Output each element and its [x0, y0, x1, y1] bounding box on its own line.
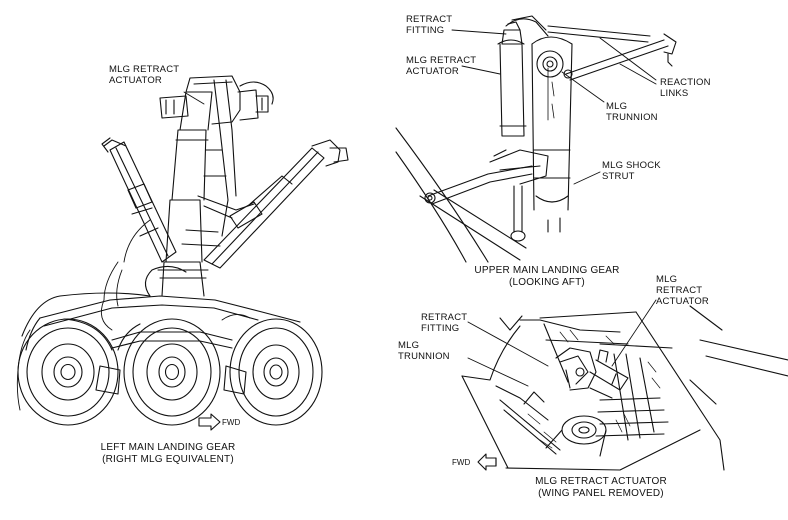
upper-shock-strut [531, 36, 573, 233]
lower-hatching [523, 329, 661, 449]
right-side-brace [197, 139, 349, 269]
upper-gear-drawing [395, 15, 677, 263]
lower-actuator-callout-line2: RETRACT [656, 285, 703, 296]
upper-fitting-callout-line1: RETRACT [406, 14, 453, 25]
upper-side-brace [424, 149, 549, 242]
left-actuator-callout-line2: ACTUATOR [109, 75, 162, 86]
left-gear-drawing [16, 75, 349, 426]
left-retract-actuator [159, 81, 274, 121]
upper-retract-fitting [505, 15, 549, 37]
upper-fitting-callout: RETRACT FITTING [406, 14, 452, 36]
lower-retract-actuator [589, 349, 629, 399]
upper-caption-line1: UPPER MAIN LANDING GEAR [474, 265, 620, 276]
upper-actuator-callout-line1: MLG RETRACT [406, 55, 477, 66]
left-shock-strut [157, 75, 241, 297]
lower-actuator-callout-line1: MLG [656, 274, 678, 285]
upper-links-callout-line2: LINKS [660, 88, 689, 99]
left-side-brace [101, 137, 177, 263]
upper-trunnion-callout: MLG TRUNNION [606, 101, 658, 123]
lower-trunnion [545, 415, 607, 457]
lower-fitting-callout-line1: RETRACT [421, 312, 468, 323]
upper-fitting-callout-line2: FITTING [406, 25, 445, 36]
upper-retract-actuator [497, 21, 527, 137]
upper-reaction-links [547, 25, 677, 81]
left-caption-line1: LEFT MAIN LANDING GEAR [100, 442, 236, 453]
lower-actuator-callout: MLG RETRACT ACTUATOR [656, 274, 709, 307]
lower-fwd-label: FWD [452, 458, 471, 467]
lower-fwd-arrow-icon [477, 453, 497, 471]
left-fwd-label: FWD [222, 418, 241, 427]
lower-caption-line2: (WING PANEL REMOVED) [538, 488, 664, 499]
left-caption-line2: (RIGHT MLG EQUIVALENT) [102, 454, 234, 465]
upper-trunnion [536, 50, 564, 78]
lower-panel-caption: MLG RETRACT ACTUATOR (WING PANEL REMOVED… [506, 476, 696, 500]
upper-links-callout-line1: REACTION [660, 77, 711, 88]
left-panel-caption: LEFT MAIN LANDING GEAR (RIGHT MLG EQUIVA… [78, 442, 258, 466]
middle-wheel [123, 318, 221, 426]
truck-beam [21, 265, 301, 395]
lower-gear-drawing [461, 299, 788, 471]
lower-retract-fitting [555, 347, 597, 391]
left-wheel [17, 318, 119, 426]
upper-trunnion-callout-line1: MLG [606, 101, 628, 112]
lower-actuator-callout-line3: ACTUATOR [656, 296, 709, 307]
upper-leaders [451, 29, 657, 185]
lower-trunnion-callout-line1: MLG [398, 340, 420, 351]
lower-caption-line1: MLG RETRACT ACTUATOR [535, 476, 667, 487]
lower-leaders [467, 299, 657, 387]
right-wheel [229, 318, 323, 426]
lower-fitting-callout-line2: FITTING [421, 323, 460, 334]
upper-actuator-callout-line2: ACTUATOR [406, 66, 459, 77]
left-actuator-callout-line1: MLG RETRACT [109, 64, 180, 75]
upper-strut-callout-line1: MLG SHOCK [602, 160, 661, 171]
left-actuator-callout: MLG RETRACT ACTUATOR [109, 64, 179, 86]
upper-actuator-callout: MLG RETRACT ACTUATOR [406, 55, 476, 77]
upper-caption-line2: (LOOKING AFT) [509, 277, 585, 288]
upper-trunnion-callout-line2: TRUNNION [606, 112, 658, 123]
lower-fitting-callout: RETRACT FITTING [421, 312, 467, 334]
lower-trunnion-callout: MLG TRUNNION [398, 340, 450, 362]
upper-strut-callout: MLG SHOCK STRUT [602, 160, 661, 182]
upper-panel-caption: UPPER MAIN LANDING GEAR (LOOKING AFT) [462, 265, 632, 289]
upper-strut-callout-line2: STRUT [602, 171, 635, 182]
left-fwd-arrow-icon [198, 413, 221, 431]
left-hydraulic-lines [16, 219, 251, 411]
upper-links-callout: REACTION LINKS [660, 77, 711, 99]
lower-trunnion-callout-line2: TRUNNION [398, 351, 450, 362]
left-actuator-leader [183, 91, 205, 105]
